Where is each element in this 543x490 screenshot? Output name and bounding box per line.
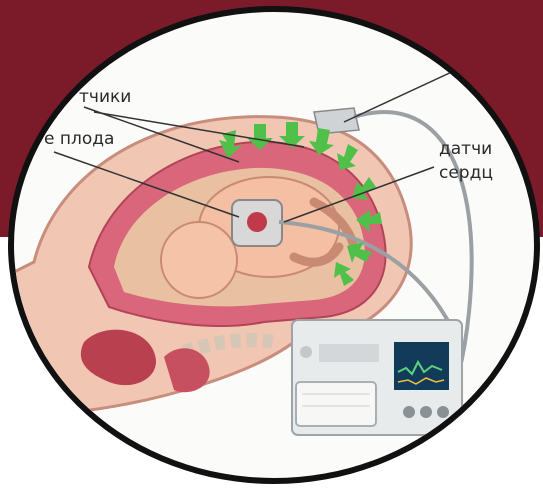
label-top-left: тчики bbox=[79, 87, 131, 107]
connector-port bbox=[420, 406, 432, 418]
monitor bbox=[292, 320, 462, 435]
control-knob bbox=[300, 346, 312, 358]
label-left: е плода bbox=[44, 129, 114, 149]
connector-port bbox=[437, 406, 449, 418]
leader-line bbox=[344, 57, 484, 122]
paper-roll bbox=[296, 382, 376, 426]
fetal-heart-dot bbox=[247, 212, 267, 232]
ctg-illustration: тчики е плода датчи сердц bbox=[14, 12, 540, 484]
illustration-circle: тчики е плода датчи сердц bbox=[8, 6, 540, 484]
fetus-head bbox=[161, 222, 237, 298]
control-buttons bbox=[319, 344, 379, 362]
connector-port bbox=[403, 406, 415, 418]
label-right-2: сердц bbox=[439, 163, 493, 183]
label-right-1: датчи bbox=[439, 139, 492, 159]
